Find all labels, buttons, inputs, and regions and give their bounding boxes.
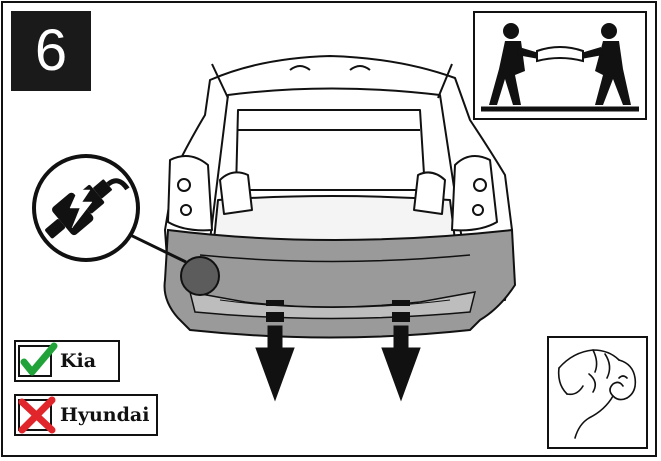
brand-hyundai-badge: Hyundai: [14, 394, 158, 436]
brand-kia-badge: Kia: [14, 340, 120, 382]
connector-location-marker: [181, 257, 219, 295]
hand-tighten-icon: [549, 338, 646, 447]
team-lift-panel: [473, 11, 647, 120]
brand-kia-label: Kia: [60, 350, 96, 372]
two-person-lift-icon: [475, 13, 645, 118]
cross-icon: [16, 396, 58, 434]
electrical-connector-icon: [34, 156, 138, 260]
check-icon: [16, 342, 58, 380]
step-number: 6: [11, 11, 91, 91]
hand-tighten-panel: [547, 336, 648, 449]
brand-hyundai-label: Hyundai: [60, 404, 149, 426]
